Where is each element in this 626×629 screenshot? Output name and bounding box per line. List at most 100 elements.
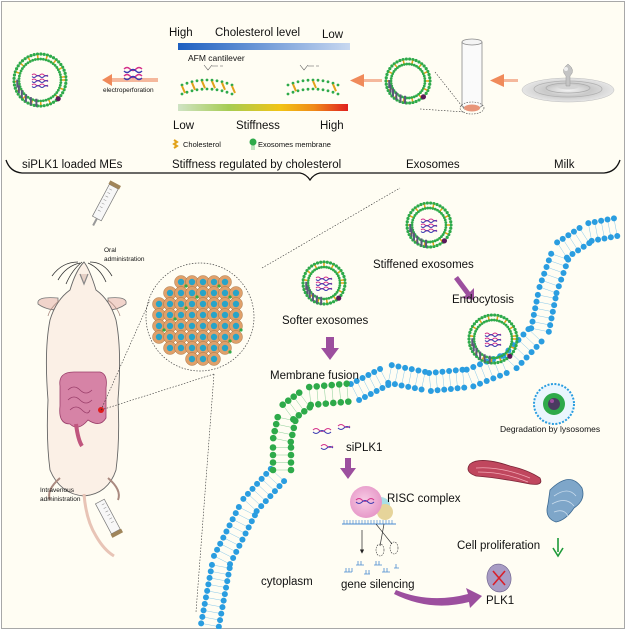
lipid-head bbox=[448, 229, 452, 234]
lipid-head bbox=[225, 90, 229, 94]
lipid-head bbox=[528, 325, 535, 332]
cholesterol-molecule bbox=[402, 98, 405, 102]
fusion-membrane-green bbox=[269, 380, 352, 474]
lipid-head bbox=[396, 66, 399, 70]
lipid-head bbox=[424, 91, 428, 95]
lipid-head bbox=[452, 367, 459, 374]
siplk1-to-risc-arrow bbox=[340, 458, 356, 479]
lipid-head bbox=[12, 76, 16, 80]
lipid-head bbox=[510, 340, 514, 343]
cholesterol-molecule bbox=[58, 67, 63, 70]
lipid-head bbox=[56, 68, 60, 72]
lipid-head bbox=[509, 330, 512, 333]
lipid-head bbox=[432, 244, 436, 249]
lipid-head bbox=[438, 242, 442, 246]
exosome-dot bbox=[173, 317, 177, 321]
cell-nucleus bbox=[166, 289, 174, 297]
lipid-head bbox=[468, 343, 472, 348]
lipid-head bbox=[48, 54, 53, 58]
lipid-head bbox=[510, 337, 514, 341]
lipid-head bbox=[503, 370, 510, 377]
lipid-head bbox=[405, 383, 412, 390]
cholesterol-molecule bbox=[432, 242, 435, 246]
lipid-head bbox=[367, 391, 374, 398]
lipid-head bbox=[433, 207, 437, 211]
lipid-head bbox=[281, 478, 288, 485]
cholesterol-molecule bbox=[402, 60, 405, 64]
lipid-head bbox=[361, 394, 368, 401]
lipid-head bbox=[58, 73, 62, 77]
lipid-head bbox=[258, 475, 265, 482]
cell-nucleus bbox=[155, 333, 163, 341]
lipid-head bbox=[45, 103, 49, 107]
lipid-head bbox=[502, 358, 506, 362]
lipid-head bbox=[410, 226, 414, 229]
cell-nucleus bbox=[210, 355, 218, 363]
cholesterol-molecule bbox=[27, 57, 31, 61]
lipid-head bbox=[36, 57, 40, 61]
membrane-protein bbox=[315, 295, 318, 304]
cell-nucleus bbox=[232, 311, 240, 319]
lipid-head bbox=[389, 79, 393, 83]
lipid-head bbox=[432, 369, 439, 376]
cytoplasm-label: cytoplasm bbox=[261, 576, 313, 588]
lipid-head bbox=[504, 323, 508, 327]
lipid-head bbox=[58, 86, 61, 90]
lipid-head bbox=[244, 490, 251, 497]
cholesterol-molecule bbox=[444, 232, 449, 235]
lipid-head bbox=[421, 207, 425, 211]
lipid-head bbox=[534, 291, 541, 298]
lipid-head bbox=[513, 327, 517, 332]
membrane-protein bbox=[471, 338, 474, 347]
lipid-head bbox=[47, 59, 50, 63]
lipid-head bbox=[410, 96, 414, 99]
lipid-head bbox=[438, 204, 442, 208]
lipid-head bbox=[240, 495, 247, 502]
cholesterol-molecule bbox=[498, 357, 502, 361]
cell-nucleus bbox=[221, 322, 229, 330]
degradation-by-lysosomes-label: Degradation by lysosomes bbox=[500, 424, 601, 434]
lipid-tail bbox=[256, 483, 271, 497]
lipid-head bbox=[421, 86, 425, 90]
cell-nucleus bbox=[210, 300, 218, 308]
cell-nucleus bbox=[221, 278, 229, 286]
lipid-head bbox=[575, 247, 582, 254]
lipid-tail bbox=[362, 377, 371, 395]
lipid-head bbox=[41, 57, 45, 61]
lysosome-degradation-icon bbox=[533, 383, 575, 425]
lipid-head bbox=[417, 98, 421, 102]
membrane-fusion-arrow bbox=[321, 337, 339, 360]
lipid-head bbox=[555, 283, 562, 290]
lipid-head bbox=[443, 228, 447, 232]
exosome-dot bbox=[184, 306, 188, 310]
lipid-head bbox=[495, 318, 499, 322]
cell-nucleus bbox=[199, 311, 207, 319]
lipid-head bbox=[441, 386, 448, 393]
cholesterol-high-label: High bbox=[169, 27, 193, 39]
cholesterol-molecule bbox=[312, 80, 317, 89]
lipid-head bbox=[434, 387, 441, 394]
lipid-head bbox=[218, 610, 225, 617]
lipid-head bbox=[51, 62, 55, 65]
lipid-head bbox=[336, 92, 340, 96]
lipid-head bbox=[443, 218, 447, 222]
exosome-dot bbox=[228, 350, 232, 354]
lipid-head bbox=[591, 218, 598, 225]
lipid-head bbox=[449, 223, 453, 227]
lipid-head bbox=[335, 291, 339, 294]
lipid-head bbox=[356, 397, 363, 404]
lipid-tail bbox=[261, 478, 276, 492]
membrane-protein bbox=[24, 94, 27, 103]
cholesterol-molecule bbox=[418, 64, 422, 68]
plk1-label: PLK1 bbox=[486, 595, 515, 607]
lipid-head bbox=[23, 57, 27, 61]
golgi-apparatus-icon bbox=[546, 479, 584, 523]
lipid-head bbox=[329, 399, 337, 407]
lipid-head bbox=[217, 617, 224, 624]
cell-nucleus bbox=[221, 300, 229, 308]
afm-cantilever-label: AFM cantilever bbox=[188, 53, 245, 63]
membrane-protein bbox=[16, 79, 19, 88]
membrane-protein bbox=[311, 293, 314, 302]
lipid-head bbox=[205, 78, 209, 82]
lipid-head bbox=[200, 87, 204, 91]
